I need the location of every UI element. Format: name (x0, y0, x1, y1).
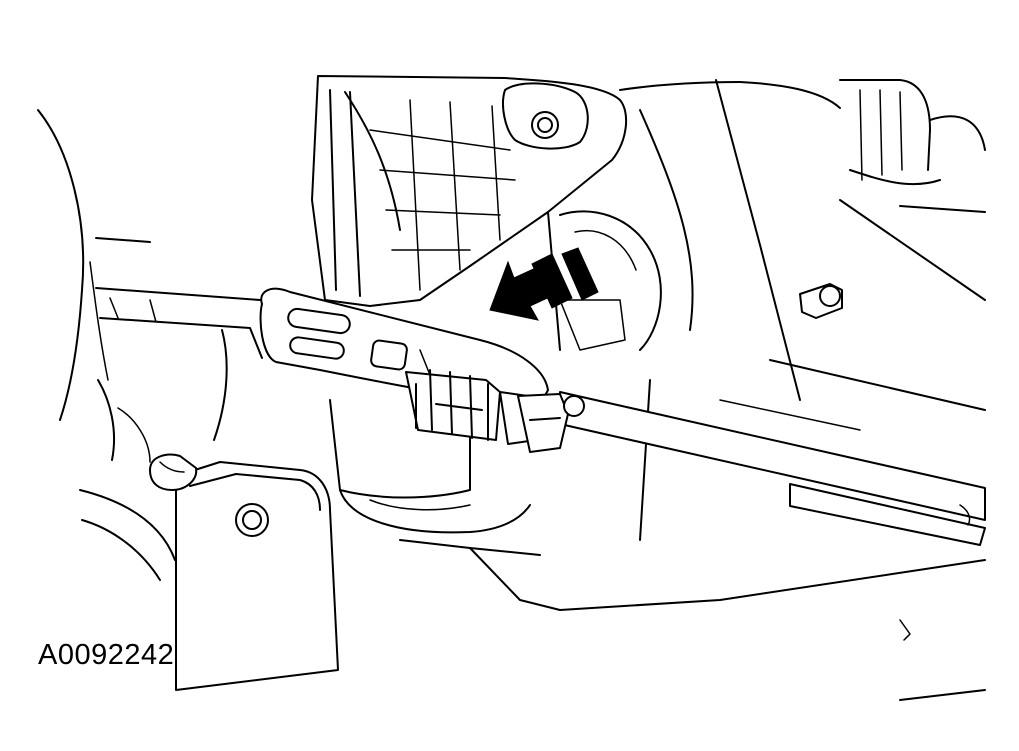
console-floor (79, 287, 263, 581)
cable-connector (405, 369, 585, 453)
reference-code-label: A0092242 (38, 639, 175, 671)
pivot-housing (213, 329, 561, 611)
left-housing-outline (37, 109, 151, 421)
column-cover (559, 79, 986, 701)
removal-direction-arrow-icon (489, 247, 599, 321)
pivot-knob (547, 210, 662, 351)
upper-bracket (311, 75, 628, 307)
lower-bracket-plate (149, 453, 339, 691)
shift-cable-rod (559, 391, 986, 546)
